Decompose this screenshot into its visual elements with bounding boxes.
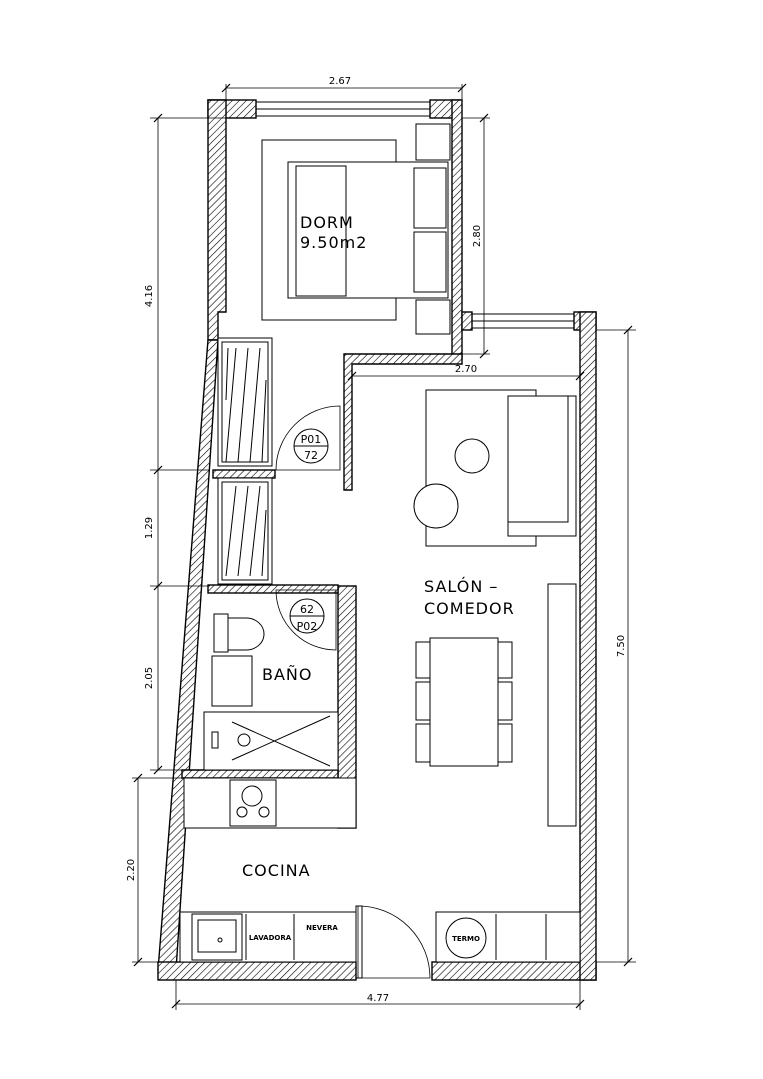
bathroom-fixtures xyxy=(203,613,339,771)
pillow-1 xyxy=(413,167,447,229)
door-tag-p02-top: 62 xyxy=(300,603,314,616)
room-cocina-name: COCINA xyxy=(242,861,311,880)
door-tag-p01-bottom: 72 xyxy=(304,449,318,462)
dim-top-width: 2.67 xyxy=(329,76,351,87)
wall-bano-top xyxy=(207,584,339,594)
kitchen-sink xyxy=(191,913,243,961)
side-table xyxy=(454,438,490,474)
room-salon-line1: SALÓN – xyxy=(424,577,498,596)
termo-circle xyxy=(445,917,487,959)
door-tag-p01-top: P01 xyxy=(301,433,322,446)
wall-right xyxy=(579,311,597,981)
wall-left-slanted xyxy=(157,339,219,971)
room-salon-line2: COMEDOR xyxy=(424,599,515,618)
room-dorm-name: DORM xyxy=(300,213,354,232)
room-dorm-area: 9.50m2 xyxy=(300,233,367,252)
label-nevera: NEVERA xyxy=(306,924,338,932)
wall-bottom-right xyxy=(431,961,597,981)
tv-unit xyxy=(547,583,577,827)
windows xyxy=(255,101,575,329)
wardrobes xyxy=(217,337,273,585)
shower-tray xyxy=(203,711,339,771)
dim-bottom-width: 4.77 xyxy=(367,993,389,1004)
room-bano-name: BAÑO xyxy=(262,665,312,684)
chair xyxy=(497,723,513,763)
wall-dorm-left xyxy=(207,99,227,341)
bed-foot xyxy=(295,165,347,297)
door-p01[interactable] xyxy=(275,405,341,471)
shower-drain xyxy=(237,733,251,747)
toilet-tank xyxy=(213,613,229,653)
dim-salon-width: 2.70 xyxy=(455,364,477,375)
walls xyxy=(157,99,597,981)
door-p02[interactable] xyxy=(275,589,337,651)
dim-left-mid: 1.29 xyxy=(144,517,155,539)
nightstand-bottom xyxy=(415,299,451,335)
stove xyxy=(229,779,277,827)
door-tag-p02: 62 P02 xyxy=(289,598,325,634)
bano-sink xyxy=(211,655,253,707)
chair xyxy=(415,723,431,763)
chair xyxy=(497,641,513,679)
label-termo: TERMO xyxy=(452,935,480,943)
door-tag-p02-bottom: P02 xyxy=(297,620,318,633)
dorm-furniture xyxy=(261,123,451,335)
door-entrance[interactable] xyxy=(357,905,431,979)
dining-table xyxy=(429,637,499,767)
label-lavadora: LAVADORA xyxy=(249,934,292,942)
dimension-lines xyxy=(132,83,636,1010)
wall-bottom-left xyxy=(157,961,357,981)
door-tag-p01: P01 72 xyxy=(293,428,329,464)
chair xyxy=(415,681,431,721)
coffee-table xyxy=(413,483,459,529)
toilet-bowl xyxy=(227,617,265,651)
wall-dorm-right xyxy=(451,99,463,359)
wall-salon-top-left xyxy=(461,311,473,331)
dim-right-height: 7.50 xyxy=(616,635,627,657)
salon-furniture xyxy=(413,389,577,827)
wall-bano-bottom xyxy=(181,769,339,779)
dim-left-upper: 4.16 xyxy=(144,285,155,307)
kitchen-fixtures xyxy=(179,777,581,963)
chair xyxy=(415,641,431,679)
pillow-2 xyxy=(413,231,447,293)
nightstand-top xyxy=(415,123,451,161)
dim-left-bano: 2.05 xyxy=(144,667,155,689)
wall-wardrobe-sep xyxy=(212,469,276,479)
dim-dorm-depth: 2.80 xyxy=(472,225,483,247)
dim-left-cocina: 2.20 xyxy=(126,859,137,881)
chair xyxy=(497,681,513,721)
